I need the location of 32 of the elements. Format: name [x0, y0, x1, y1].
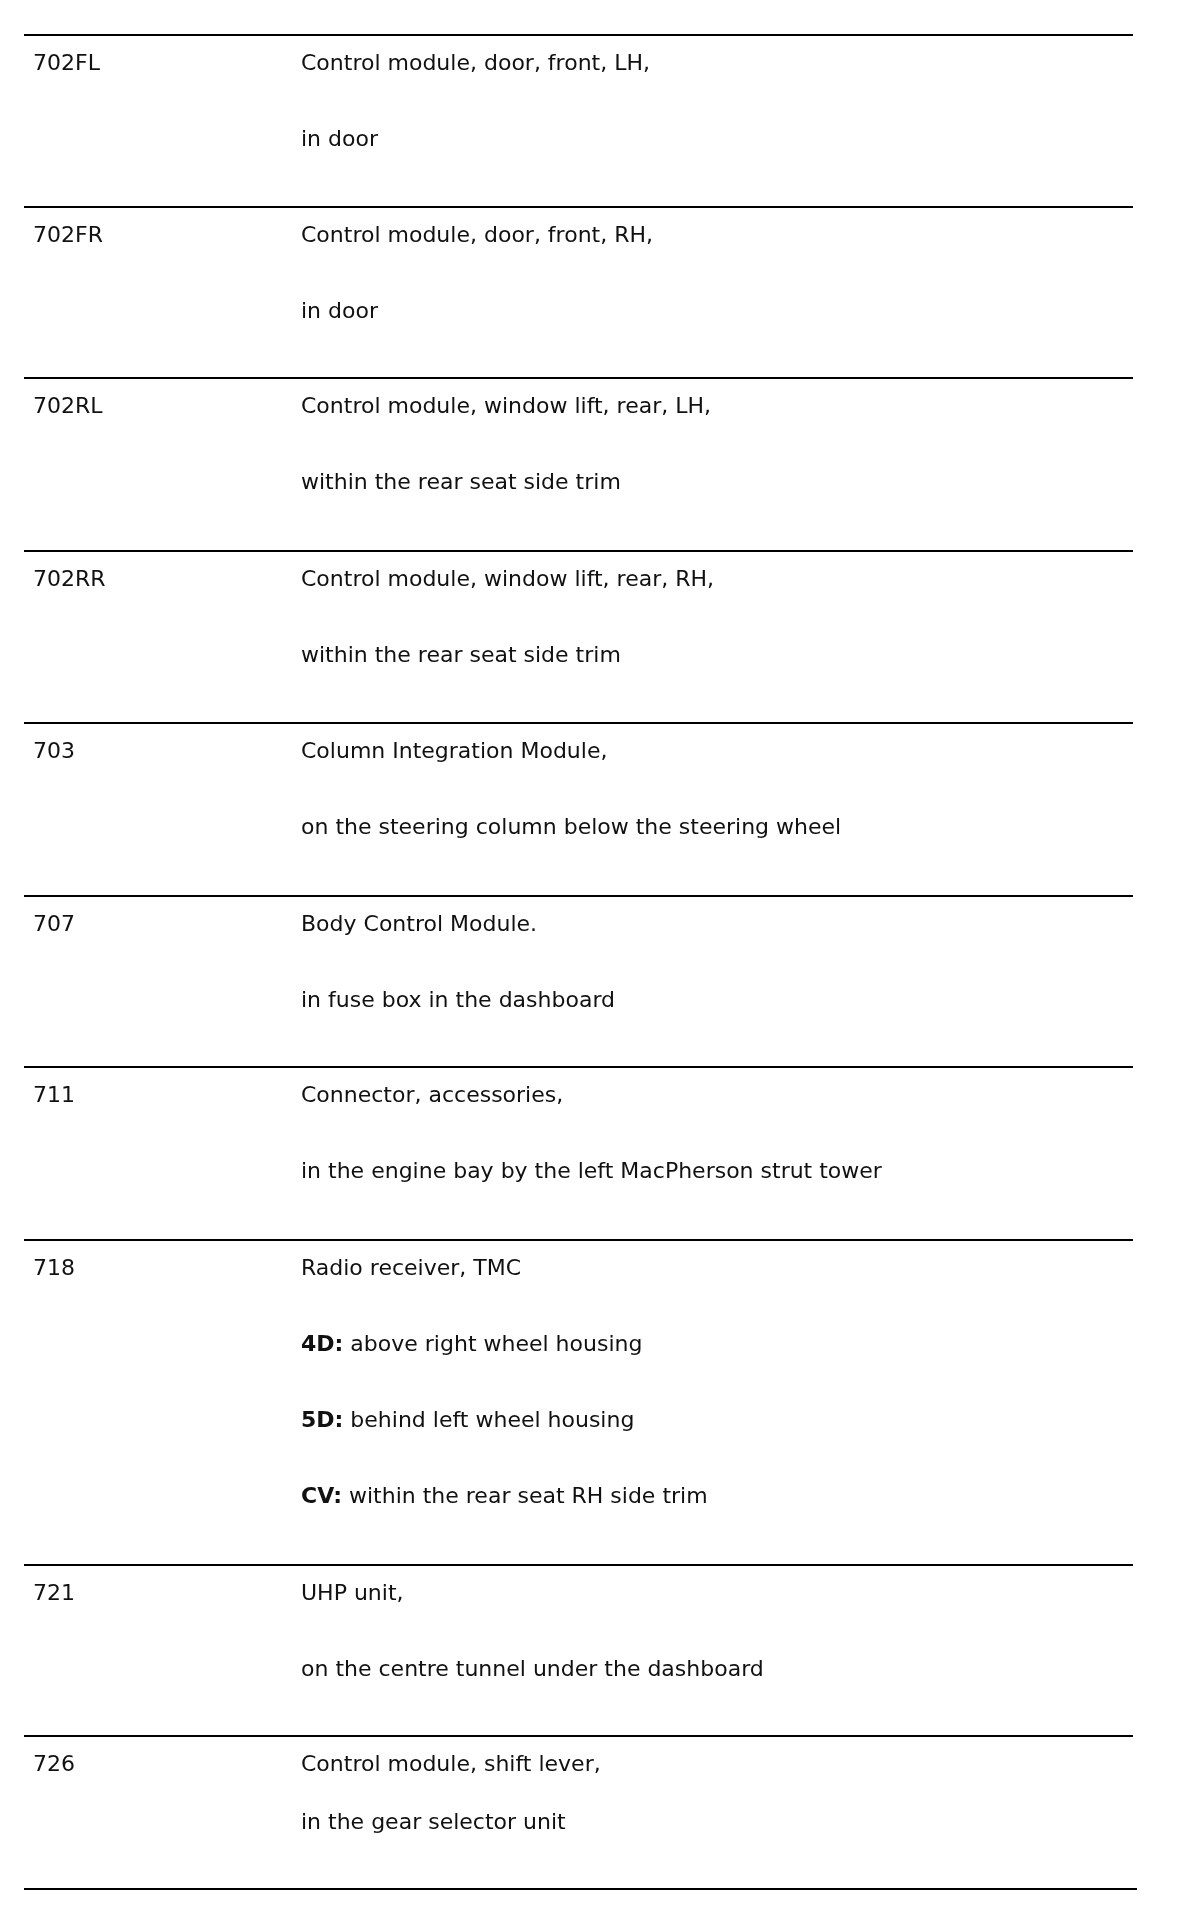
part-description: in the engine bay by the left MacPherson strut tower — [301, 1158, 882, 1184]
part-description: Body Control Module. — [301, 911, 538, 937]
part-description: in door — [301, 126, 378, 152]
part-number: 702FL — [33, 50, 100, 76]
part-description: within the rear seat side trim — [301, 642, 621, 668]
part-description: in door — [301, 298, 378, 324]
part-number: 718 — [33, 1255, 75, 1281]
part-number: 707 — [33, 911, 75, 937]
part-description: in fuse box in the dashboard — [301, 987, 615, 1013]
part-number: 702RR — [33, 566, 106, 592]
part-description: CV: within the rear seat RH side trim — [301, 1483, 708, 1509]
part-description: Control module, door, front, RH, — [301, 222, 653, 248]
part-number: 703 — [33, 738, 75, 764]
part-number: 721 — [33, 1580, 75, 1606]
part-description: Control module, door, front, LH, — [301, 50, 650, 76]
part-description: Control module, window lift, rear, RH, — [301, 566, 715, 592]
part-number: 702RL — [33, 393, 103, 419]
part-description: Radio receiver, TMC — [301, 1255, 522, 1281]
part-description: Control module, shift lever, — [301, 1751, 601, 1777]
part-description: Connector, accessories, — [301, 1082, 564, 1108]
part-description: Column Integration Module, — [301, 738, 608, 764]
part-description: UHP unit, — [301, 1580, 404, 1606]
part-number: 702FR — [33, 222, 103, 248]
part-description: within the rear seat side trim — [301, 469, 621, 495]
part-description: 4D: above right wheel housing — [301, 1331, 643, 1357]
part-number: 711 — [33, 1082, 75, 1108]
part-description: on the centre tunnel under the dashboard — [301, 1656, 764, 1682]
part-description: on the steering column below the steering wheel — [301, 814, 842, 840]
part-number: 726 — [33, 1751, 75, 1777]
part-description: Control module, window lift, rear, LH, — [301, 393, 711, 419]
part-description: in the gear selector unit — [301, 1809, 566, 1835]
part-description: 5D: behind left wheel housing — [301, 1407, 635, 1433]
